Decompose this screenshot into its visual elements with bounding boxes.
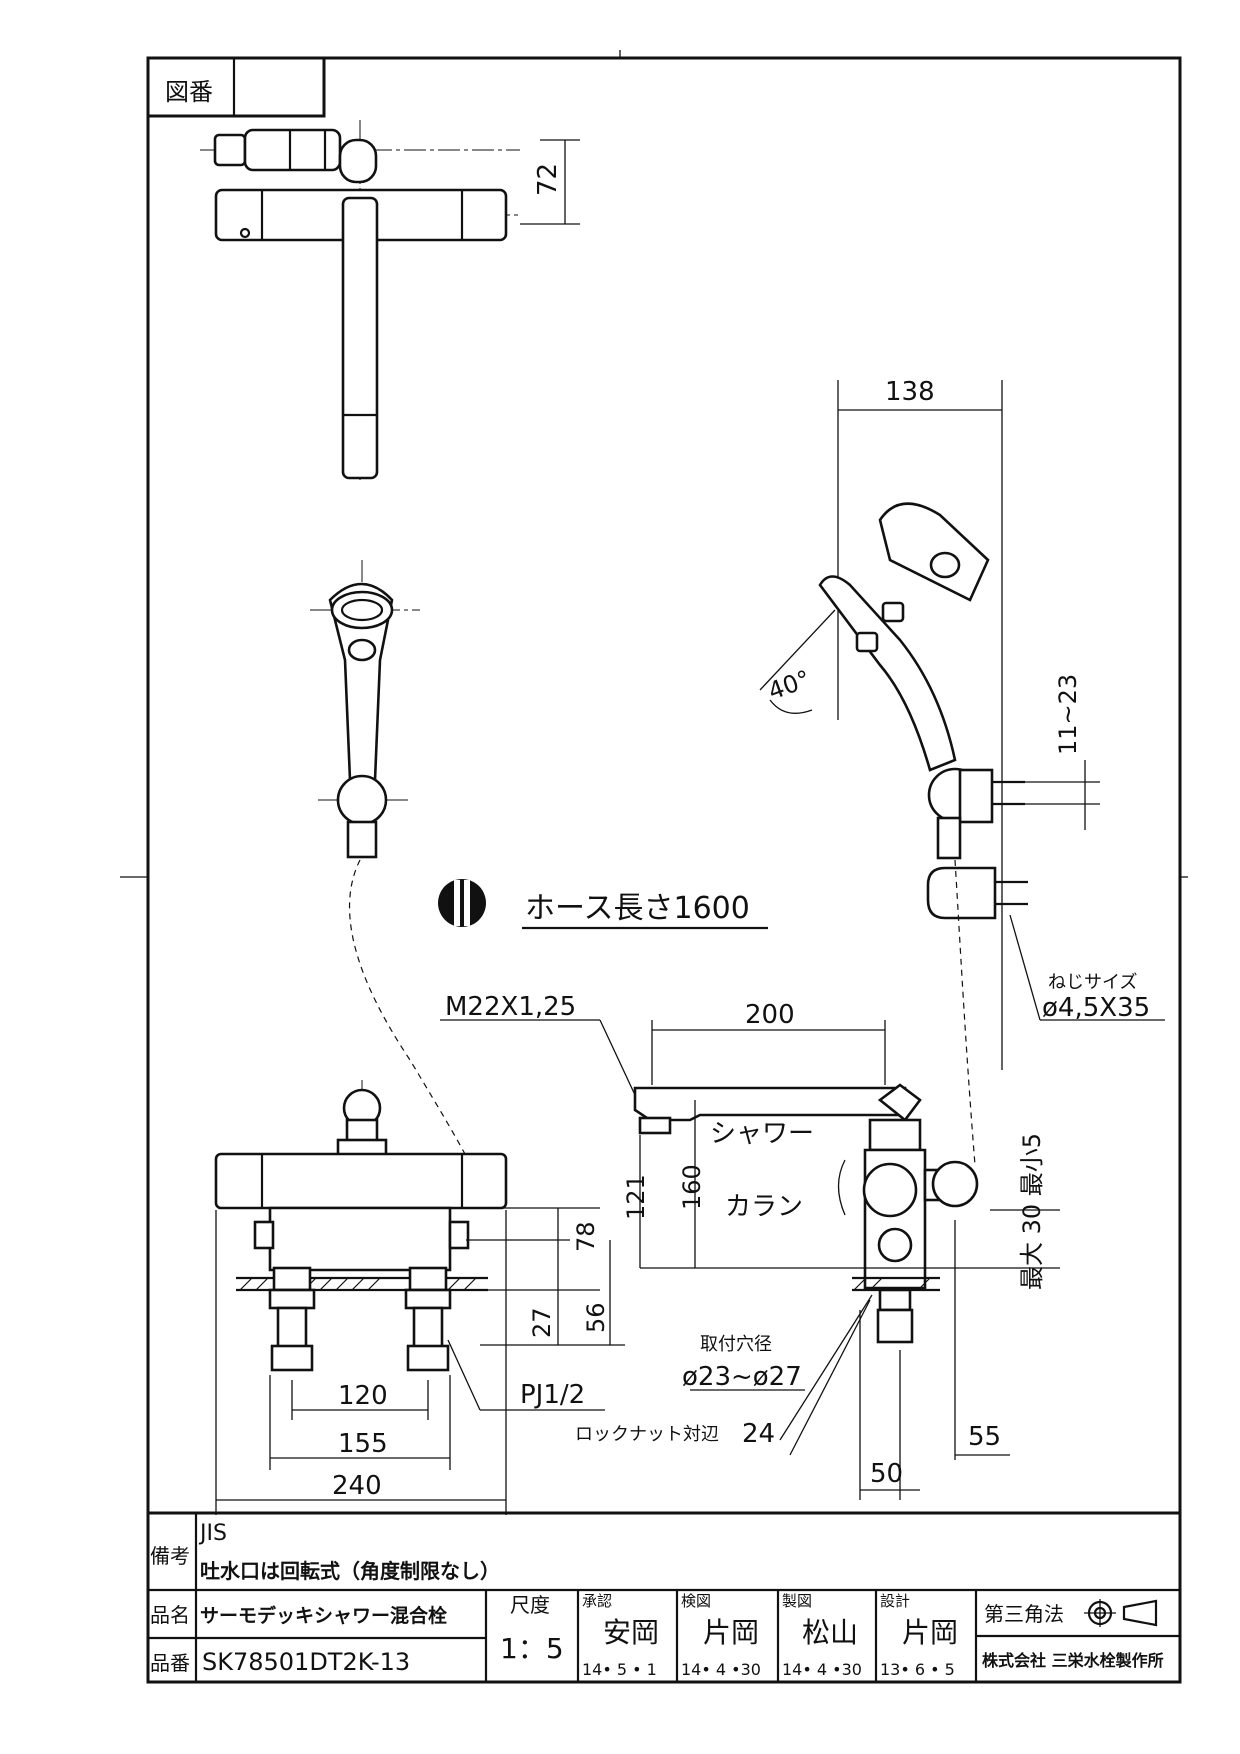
approval-date-1: 14• 5 • 1 [582,1660,657,1679]
scale-label: 尺度 [510,1593,550,1617]
dim-160: 160 [678,1164,706,1210]
projection-label: 第三角法 [984,1602,1064,1626]
dim-27: 27 [528,1307,556,1338]
hinban-value: SK78501DT2K-13 [202,1648,410,1676]
front-view [214,1080,625,1515]
mount-hole-value: ø23~ø27 [682,1362,802,1392]
dim-50: 50 [870,1459,903,1489]
hinban-label: 品番 [150,1651,190,1675]
max-min-label: 最大 30 最小5 [1018,1133,1046,1290]
dim-78: 78 [572,1221,600,1252]
hinmei-value: サーモデッキシャワー混合栓 [200,1604,447,1627]
note-line-1: JIS [198,1521,227,1546]
dim-11-23: 11~23 [1054,674,1082,755]
m22-label: M22X1,25 [445,992,576,1022]
zuban-label: 図番 [165,78,213,106]
top-view [200,120,580,480]
note-line-2: 吐水口は回転式（角度制限なし） [200,1559,500,1583]
dim-56: 56 [582,1302,610,1333]
hose-length-label: ホース長さ1600 [525,891,750,926]
dim-121: 121 [622,1174,650,1220]
screw-size-label: ねじサイズ [1048,972,1137,993]
side-view [440,1019,1060,1500]
approval-name-1: 安岡 [603,1616,659,1649]
approval-role-4: 設計 [880,1592,910,1610]
dim-138: 138 [885,377,935,407]
pj-label: PJ1/2 [520,1380,585,1410]
approval-name-3: 松山 [802,1616,858,1649]
screw-size-value: ø4,5X35 [1042,993,1150,1023]
mount-hole-label: 取付穴径 [700,1334,772,1355]
hose-symbol-icon [438,879,486,927]
approval-date-2: 14• 4 •30 [681,1660,761,1679]
dim-200: 200 [745,1000,795,1030]
approval-role-3: 製図 [782,1592,812,1610]
approval-role-1: 承認 [582,1592,612,1610]
locknut-label: ロックナット対辺 [575,1424,719,1445]
dim-72: 72 [533,163,563,196]
hinmei-label: 品名 [150,1603,190,1627]
approval-date-4: 13• 6 • 5 [880,1660,955,1679]
company-name: 株式会社 三栄水栓製作所 [982,1651,1164,1670]
bikou-label: 備考 [150,1544,190,1568]
scale-value: 1：5 [500,1632,564,1665]
karan-label: カラン [725,1192,803,1222]
dim-120: 120 [338,1381,388,1411]
dim-55: 55 [968,1422,1001,1452]
shower-side-view [759,380,1165,1166]
approval-date-3: 14• 4 •30 [782,1660,862,1679]
dim-40deg: 40° [764,665,814,706]
locknut-value: 24 [742,1419,775,1449]
sheet-frame [120,50,1188,1684]
approval-name-4: 片岡 [902,1616,958,1649]
shower-label: シャワー [710,1119,814,1149]
approval-role-2: 検図 [681,1592,711,1610]
dim-155: 155 [338,1429,388,1459]
approval-name-2: 片岡 [703,1616,759,1649]
shower-front-view [310,560,476,1176]
title-block [148,1511,1180,1682]
dim-240: 240 [332,1471,382,1501]
